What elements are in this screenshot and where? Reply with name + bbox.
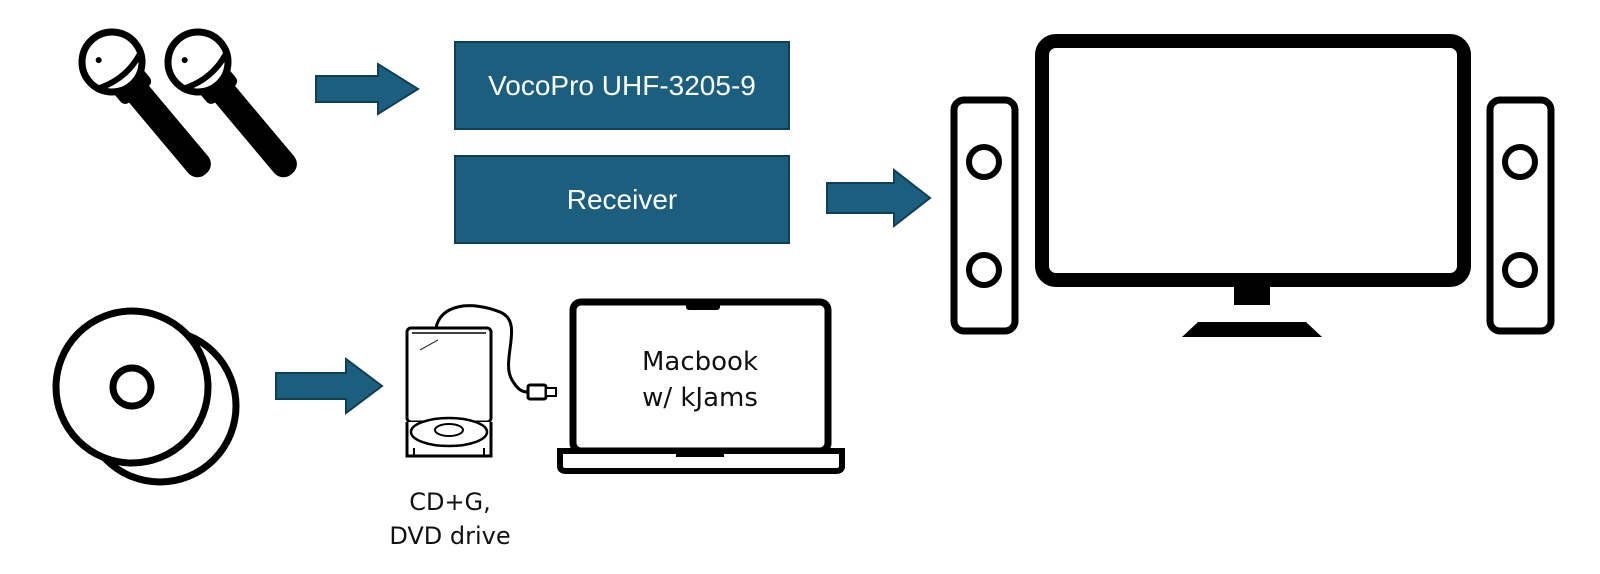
receiver-label: Receiver	[566, 183, 678, 215]
laptop-icon	[557, 298, 845, 474]
drive-caption: CD+G, DVD drive	[370, 485, 530, 553]
microphones-icon	[78, 28, 297, 178]
laptop-caption: Macbook w/ kJams	[612, 344, 788, 416]
arrow-receiver-to-display	[826, 167, 932, 229]
vocopro-label: VocoPro UHF-3205-9	[488, 69, 756, 101]
arrow-discs-to-drive	[275, 357, 384, 415]
discs-icon	[52, 307, 240, 486]
drive-caption-line1: CD+G,	[409, 488, 491, 516]
receiver-box: Receiver	[454, 155, 790, 244]
laptop-caption-line1: Macbook	[641, 347, 759, 377]
speaker-icon	[950, 96, 1019, 335]
monitor-icon	[1035, 34, 1471, 337]
arrow-mics-to-vocopro	[315, 62, 420, 116]
drive-caption-line2: DVD drive	[389, 522, 511, 550]
laptop-caption-line2: w/ kJams	[642, 383, 758, 413]
optical-drive-icon	[405, 304, 557, 458]
vocopro-receiver-box: VocoPro UHF-3205-9	[454, 41, 790, 130]
speaker-icon	[1486, 96, 1555, 335]
